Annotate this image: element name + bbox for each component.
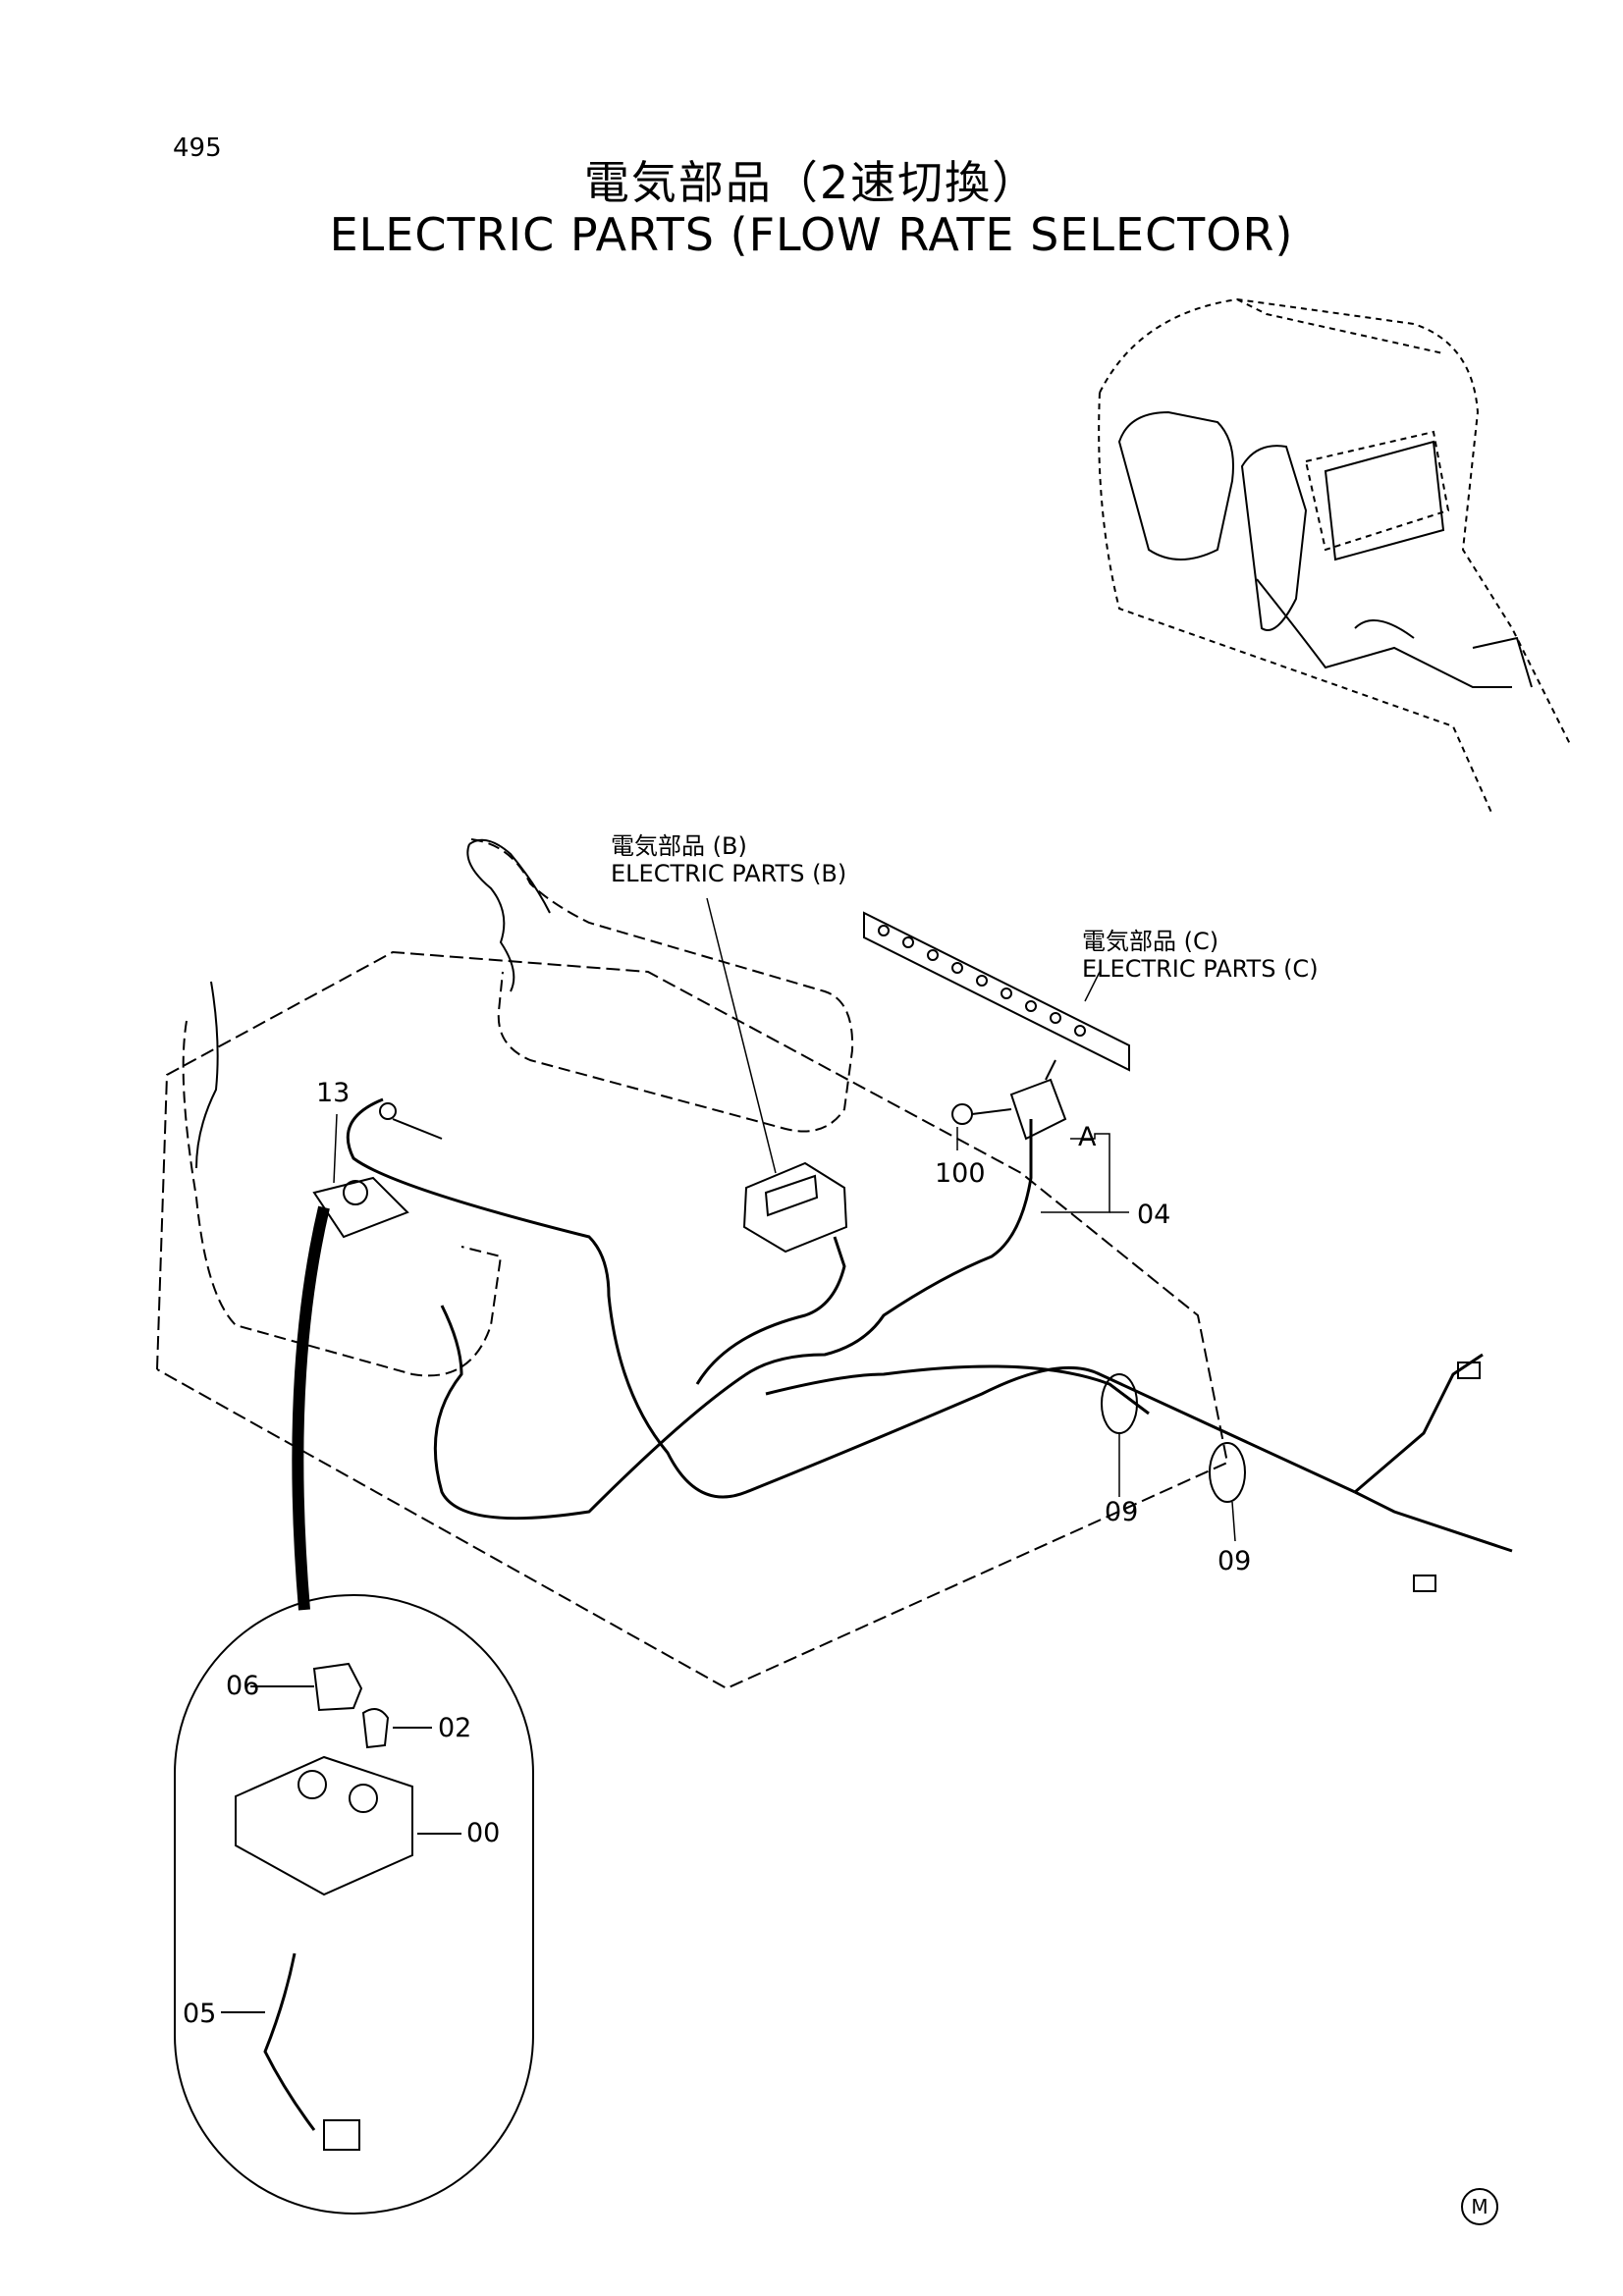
callout-05: 05 — [183, 1999, 217, 2029]
callout-00: 00 — [466, 1818, 501, 1848]
callout-09-b: 09 — [1217, 1546, 1252, 1576]
relay-04 — [1009, 1078, 1067, 1141]
right-lever-console — [470, 838, 854, 1133]
page-title-english: ELECTRIC PARTS (FLOW RATE SELECTOR) — [329, 208, 1294, 261]
reference-c-jp: 電気部品 (C) — [1082, 928, 1219, 955]
left-lever-console — [182, 1020, 503, 1377]
connector-end-bottom — [1413, 1575, 1436, 1592]
callout-09-a: 09 — [1105, 1497, 1139, 1527]
callout-100: 100 — [935, 1158, 986, 1189]
page-number: 495 — [173, 133, 222, 163]
leader-lines — [333, 897, 1236, 1542]
reference-c-en: ELECTRIC PARTS (C) — [1082, 955, 1319, 983]
right-lever-boot — [466, 843, 515, 992]
detail-balloon — [174, 1205, 534, 2215]
relay-bracket-c — [863, 911, 1130, 1072]
connector-end-top — [1457, 1362, 1481, 1379]
reference-b-en: ELECTRIC PARTS (B) — [611, 860, 847, 887]
model-mark: M — [1461, 2188, 1498, 2225]
relay-bracket-holes — [878, 925, 1086, 1037]
callout-04: 04 — [1137, 1200, 1171, 1230]
switch-base-00 — [235, 1755, 413, 1896]
control-box-b — [742, 1161, 848, 1254]
reference-label-b: 電気部品 (B) ELECTRIC PARTS (B) — [611, 832, 846, 887]
page-title-japanese: 電気部品（2速切換） — [583, 156, 1040, 209]
cab-window-outlines — [1117, 410, 1533, 688]
reference-label-c: 電気部品 (C) ELECTRIC PARTS (C) — [1082, 928, 1319, 983]
harness-05 — [263, 1952, 316, 2131]
knob-06 — [312, 1662, 363, 1712]
callout-a: A — [1078, 1122, 1097, 1152]
switch-panel-13 — [312, 1176, 409, 1239]
callout-06: 06 — [226, 1671, 260, 1701]
lamp-02 — [361, 1708, 390, 1749]
clamp-09-b — [1209, 1442, 1246, 1503]
wire-harness — [346, 1097, 1513, 1553]
callout-13: 13 — [316, 1078, 351, 1108]
left-lever-boot — [195, 981, 219, 1169]
screw-100 — [951, 1103, 973, 1125]
reference-b-jp: 電気部品 (B) — [611, 832, 747, 860]
cab-illustration — [1098, 297, 1572, 816]
floor-plate-outline — [156, 950, 1229, 1690]
callout-02: 02 — [438, 1713, 472, 1743]
